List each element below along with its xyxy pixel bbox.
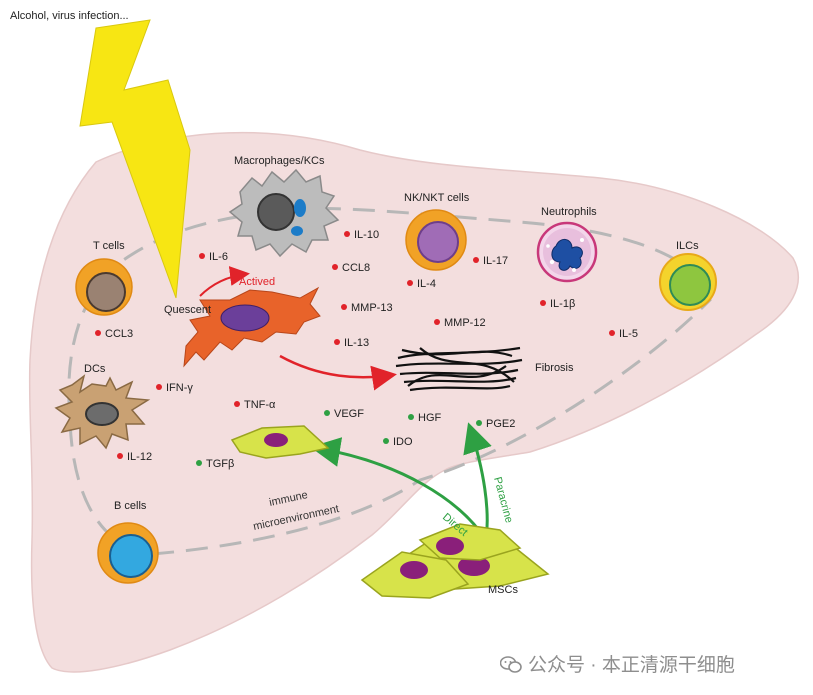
msc-cluster bbox=[360, 523, 550, 599]
factor-mmp12: MMP-12 bbox=[434, 317, 486, 330]
trigger-label: Alcohol, virus infection... bbox=[10, 10, 129, 22]
factor-vegf: VEGF bbox=[324, 408, 364, 421]
activation-arrow bbox=[199, 266, 250, 297]
factor-ccl8: CCL8 bbox=[332, 262, 370, 275]
factor-il1b: IL-1β bbox=[540, 298, 575, 311]
watermark-text: 公众号 · 本正清源干细胞 bbox=[528, 655, 735, 676]
factor-il13: IL-13 bbox=[334, 337, 369, 350]
factor-il10: IL-10 bbox=[344, 229, 379, 242]
hepatocyte-cell bbox=[230, 425, 330, 459]
factor-pge2: PGE2 bbox=[476, 418, 515, 431]
quiescent-label: Quescent bbox=[164, 304, 212, 316]
immune-ring bbox=[67, 207, 712, 556]
factor-il6: IL-6 bbox=[199, 251, 228, 264]
lightning-bolt-shape bbox=[79, 19, 191, 299]
activated-label: Actived bbox=[239, 276, 276, 288]
b-cell bbox=[97, 522, 159, 584]
factor-tgfb: TGFβ bbox=[196, 458, 234, 471]
neutrophil-cell bbox=[536, 221, 598, 283]
dendritic-cell bbox=[54, 374, 151, 450]
liver-shape bbox=[28, 131, 799, 673]
factor-il5: IL-5 bbox=[609, 328, 638, 341]
factor-il12: IL-12 bbox=[117, 451, 152, 464]
factor-il4: IL-4 bbox=[407, 278, 436, 291]
dc-label: DCs bbox=[84, 363, 106, 375]
nk-cell bbox=[405, 209, 467, 271]
paracrine-label: Paracrine bbox=[491, 476, 515, 525]
fibrosis-arrow bbox=[279, 354, 397, 391]
neutrophil-label: Neutrophils bbox=[541, 206, 597, 218]
factor-mmp13: MMP-13 bbox=[341, 302, 393, 315]
nk-label: NK/NKT cells bbox=[404, 192, 470, 204]
factor-ccl3: CCL3 bbox=[95, 328, 133, 341]
fibrosis-fibers bbox=[395, 346, 523, 392]
macrophage-cell bbox=[228, 168, 340, 258]
msc-label: MSCs bbox=[488, 584, 518, 596]
fibrosis-label: Fibrosis bbox=[535, 362, 574, 374]
t-cell bbox=[75, 258, 133, 316]
watermark: 公众号 · 本正清源干细胞 bbox=[500, 650, 735, 677]
direct-arrow bbox=[310, 437, 488, 541]
factor-ido: IDO bbox=[383, 436, 413, 449]
factor-hgf: HGF bbox=[408, 412, 441, 425]
factor-il17: IL-17 bbox=[473, 255, 508, 268]
wechat-icon bbox=[500, 656, 522, 673]
factor-tnfa: TNF-α bbox=[234, 399, 275, 412]
stellate-cell bbox=[183, 286, 321, 368]
ilc-label: ILCs bbox=[676, 240, 699, 252]
ilc-cell bbox=[659, 253, 717, 311]
tcell-label: T cells bbox=[93, 240, 125, 252]
factor-ifng: IFN-γ bbox=[156, 382, 193, 395]
macrophage-label: Macrophages/KCs bbox=[234, 155, 325, 167]
bcell-label: B cells bbox=[114, 500, 147, 512]
